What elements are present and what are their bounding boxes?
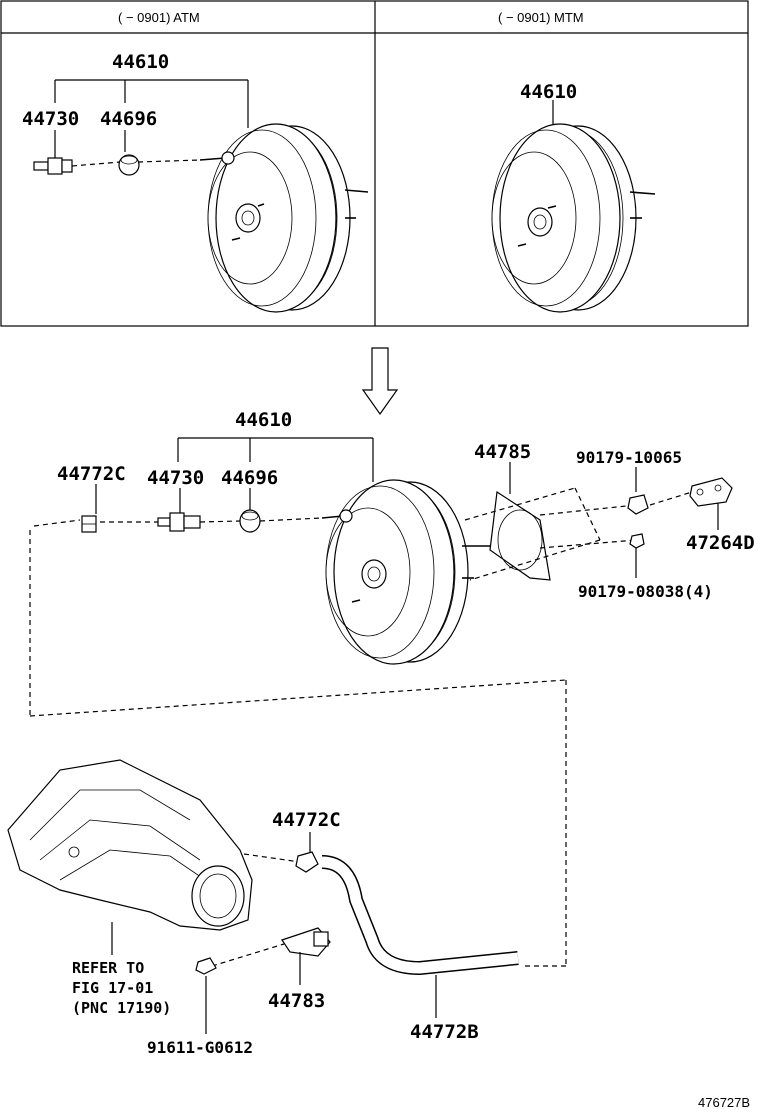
- variant-table: [0, 0, 749, 327]
- atm-caption: ( − 0901) ATM: [118, 10, 200, 25]
- main-booster: [321, 479, 500, 665]
- hose-label: 44772B: [410, 1021, 479, 1043]
- main-check-valve-label: 44730: [147, 467, 204, 489]
- down-arrow-icon: [361, 347, 399, 416]
- flange-bolt: [195, 957, 217, 975]
- lower-union-fitting: [295, 851, 319, 873]
- main-assembly-label: 44610: [235, 409, 292, 431]
- refer-line-2: FIG 17-01: [72, 979, 153, 997]
- mount-guide-box: [464, 487, 637, 581]
- lower-nut: [629, 533, 645, 549]
- mtm-assembly-label: 44610: [520, 81, 577, 103]
- intake-manifold: [7, 759, 253, 931]
- clamp-label: 44783: [268, 990, 325, 1012]
- routing-dashed-loop: [29, 530, 567, 967]
- refer-line-1: REFER TO: [72, 959, 144, 977]
- gasket-label: 44785: [474, 441, 531, 463]
- main-check-valve: [157, 512, 201, 532]
- atm-grommet: [118, 154, 140, 176]
- refer-line-3: (PNC 17190): [72, 999, 171, 1017]
- illustration-id: 476727B: [698, 1095, 750, 1110]
- main-bracket-lines: [33, 437, 719, 578]
- nut-lower-label: 90179-08038(4): [578, 582, 713, 601]
- manifold-leader: [111, 853, 301, 955]
- upper-nut: [627, 494, 649, 515]
- atm-check-valve-label: 44730: [22, 108, 79, 130]
- bolt-label: 91611-G0612: [147, 1038, 253, 1057]
- main-grommet: [239, 509, 261, 533]
- vacuum-hose: [321, 855, 519, 976]
- main-union-label: 44772C: [57, 463, 126, 485]
- clamp-leader: [211, 943, 301, 985]
- lower-union-label: 44772C: [272, 809, 341, 831]
- gasket: [489, 490, 551, 581]
- bracket-label: 47264D: [686, 532, 755, 554]
- atm-check-valve: [33, 157, 73, 175]
- mtm-caption: ( − 0901) MTM: [498, 10, 584, 25]
- hose-clamp: [281, 927, 331, 957]
- atm-assembly-label: 44610: [112, 51, 169, 73]
- atm-grommet-label: 44696: [100, 108, 157, 130]
- main-grommet-label: 44696: [221, 467, 278, 489]
- mtm-booster: [491, 123, 656, 313]
- bracket-part: [689, 477, 733, 507]
- atm-booster: [199, 123, 369, 313]
- atm-bracket-lines: [54, 79, 249, 167]
- nut-upper-label: 90179-10065: [576, 448, 682, 467]
- main-union-fitting: [81, 515, 97, 533]
